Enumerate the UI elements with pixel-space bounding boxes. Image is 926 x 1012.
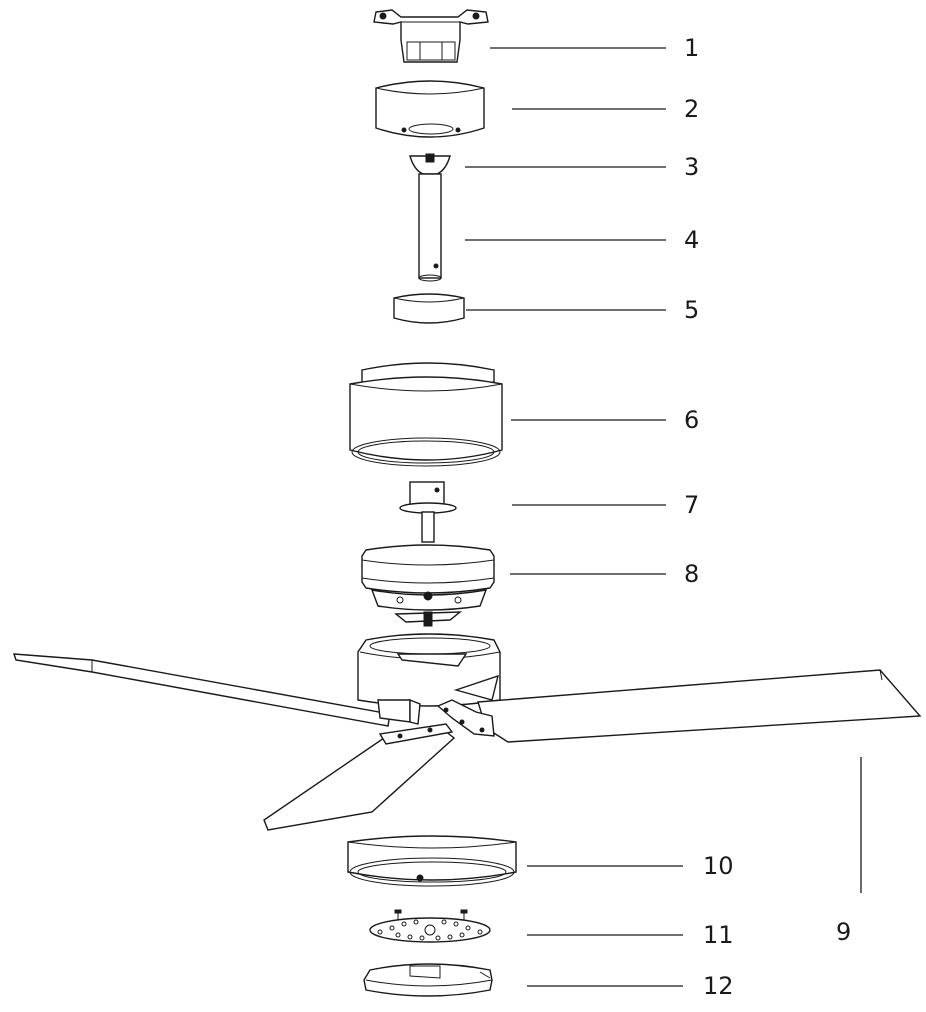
- part-downrod: [418, 173, 442, 282]
- callout-11: 11: [703, 921, 734, 949]
- part-coupling-cover: [393, 293, 465, 324]
- part-motor: [361, 544, 495, 627]
- callout-2: 2: [684, 95, 699, 123]
- part-led-plate: [369, 909, 491, 943]
- part-blades: [13, 653, 922, 831]
- callout-9: 9: [836, 918, 851, 946]
- callout-4: 4: [684, 226, 699, 254]
- callout-12: 12: [703, 972, 734, 1000]
- part-canopy: [375, 80, 485, 138]
- part-light-housing: [347, 835, 517, 887]
- callout-1: 1: [684, 34, 699, 62]
- callout-10: 10: [703, 852, 734, 880]
- callout-5: 5: [684, 296, 699, 324]
- part-diffuser: [363, 963, 493, 997]
- part-motor-housing: [349, 362, 503, 467]
- part-switch-housing: [357, 633, 501, 707]
- part-mounting-bracket: [373, 9, 489, 63]
- callout-8: 8: [684, 560, 699, 588]
- callout-3: 3: [684, 153, 699, 181]
- callout-6: 6: [684, 406, 699, 434]
- part-hanger-ball: [409, 153, 451, 175]
- part-mounting-shaft: [399, 481, 457, 543]
- callout-7: 7: [684, 491, 699, 519]
